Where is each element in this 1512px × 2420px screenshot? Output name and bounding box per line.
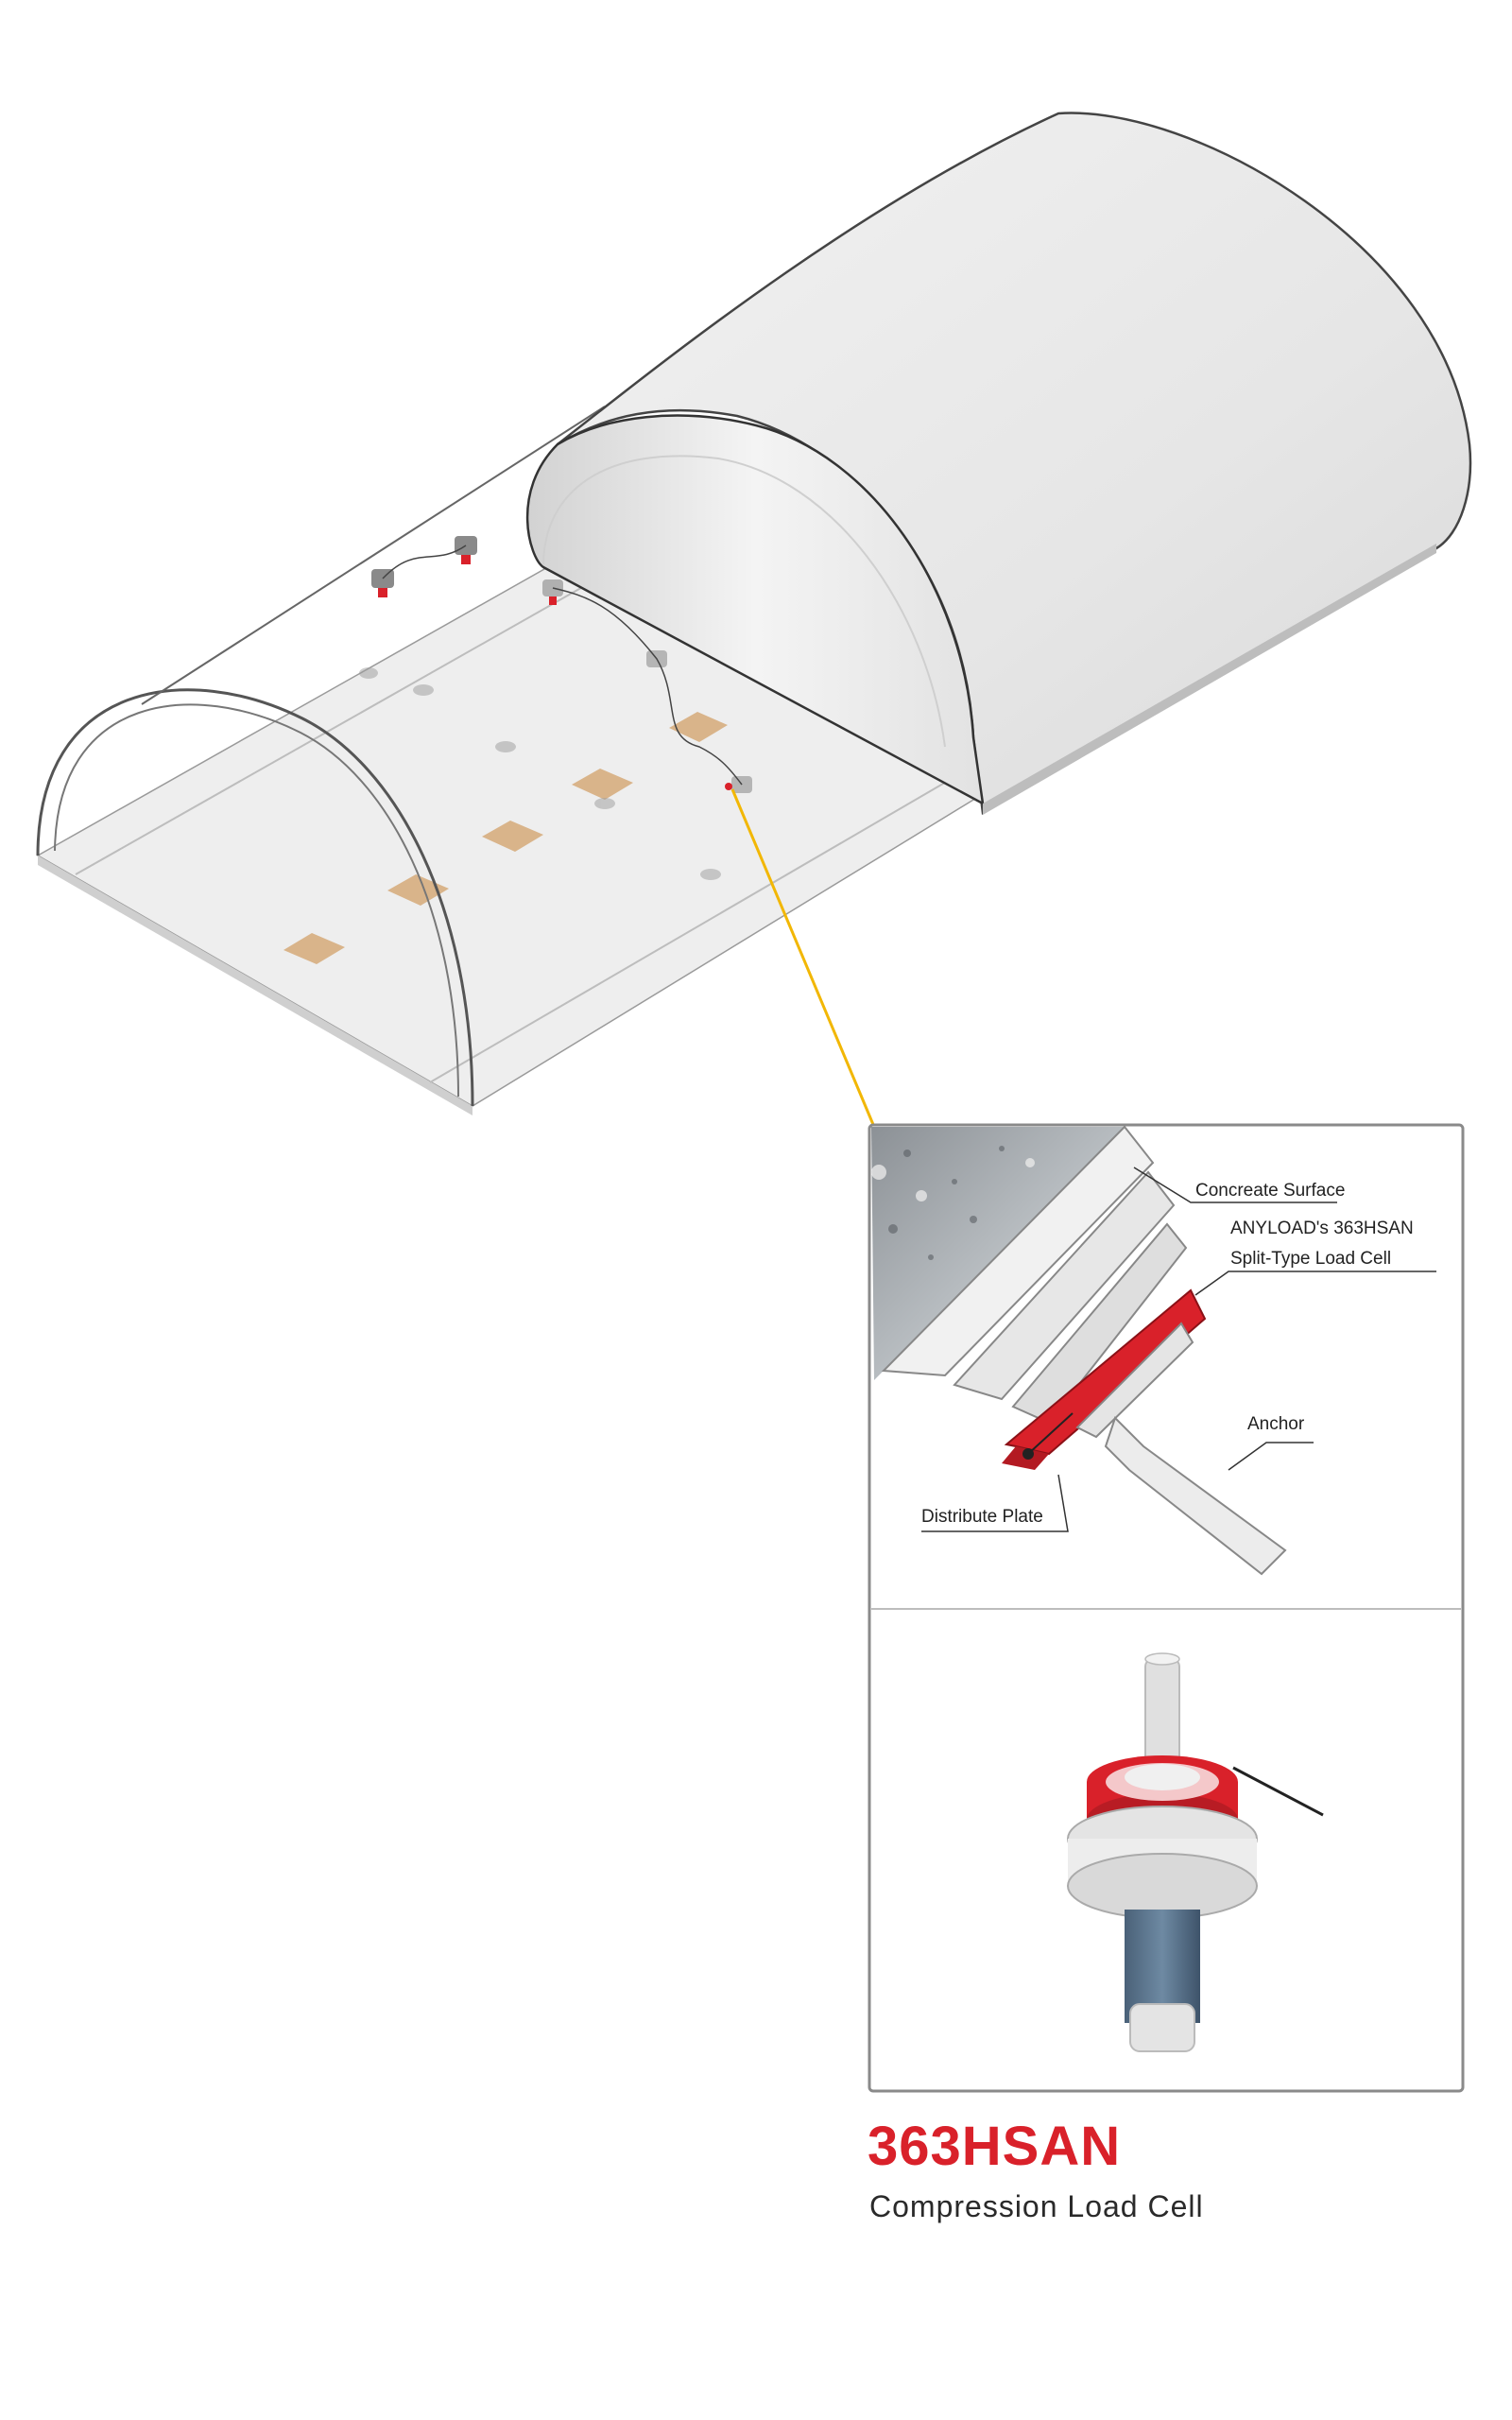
sensor-cable <box>382 544 743 786</box>
tunnel <box>36 112 1472 1115</box>
callout-line-concrete <box>1133 1167 1337 1203</box>
callout-line-anchor <box>1228 1442 1314 1471</box>
detail-panel: Concreate Surface ANYLOAD's 363HSAN Spli… <box>868 1123 1465 2093</box>
callout-line-load-cell <box>1194 1270 1436 1296</box>
sensor <box>371 569 394 597</box>
tunnel-glass-arch <box>36 688 474 1107</box>
product-model-title: 363HSAN <box>868 2116 1122 2177</box>
curb-line <box>75 568 615 875</box>
callout-line-plate <box>921 1474 1069 1532</box>
anchor-assembly <box>881 1125 1287 1576</box>
cable <box>1232 1766 1324 1817</box>
glass-crown <box>141 406 606 705</box>
label-load-cell-model: ANYLOAD's 363HSAN <box>1230 1219 1414 1238</box>
sensor-array <box>359 536 752 880</box>
label-anchor: Anchor <box>1247 1414 1305 1434</box>
label-distribute-plate: Distribute Plate <box>921 1507 1043 1527</box>
anchor-rod <box>1104 1416 1287 1576</box>
label-load-cell-type: Split-Type Load Cell <box>1230 1249 1391 1269</box>
product-description: Compression Load Cell <box>869 2189 1204 2223</box>
tunnel-interior <box>525 414 985 806</box>
distribute-plate <box>1075 1322 1194 1439</box>
floor-base-edge <box>38 856 472 1115</box>
callout-leader <box>730 788 876 1128</box>
tunnel-concrete-shell <box>557 112 1472 816</box>
load-cell-render <box>1067 1652 1324 2052</box>
curb-line <box>429 776 955 1083</box>
installation-detail: Concreate Surface ANYLOAD's 363HSAN Spli… <box>871 1125 1436 1576</box>
label-concrete-surface: Concreate Surface <box>1195 1181 1345 1201</box>
